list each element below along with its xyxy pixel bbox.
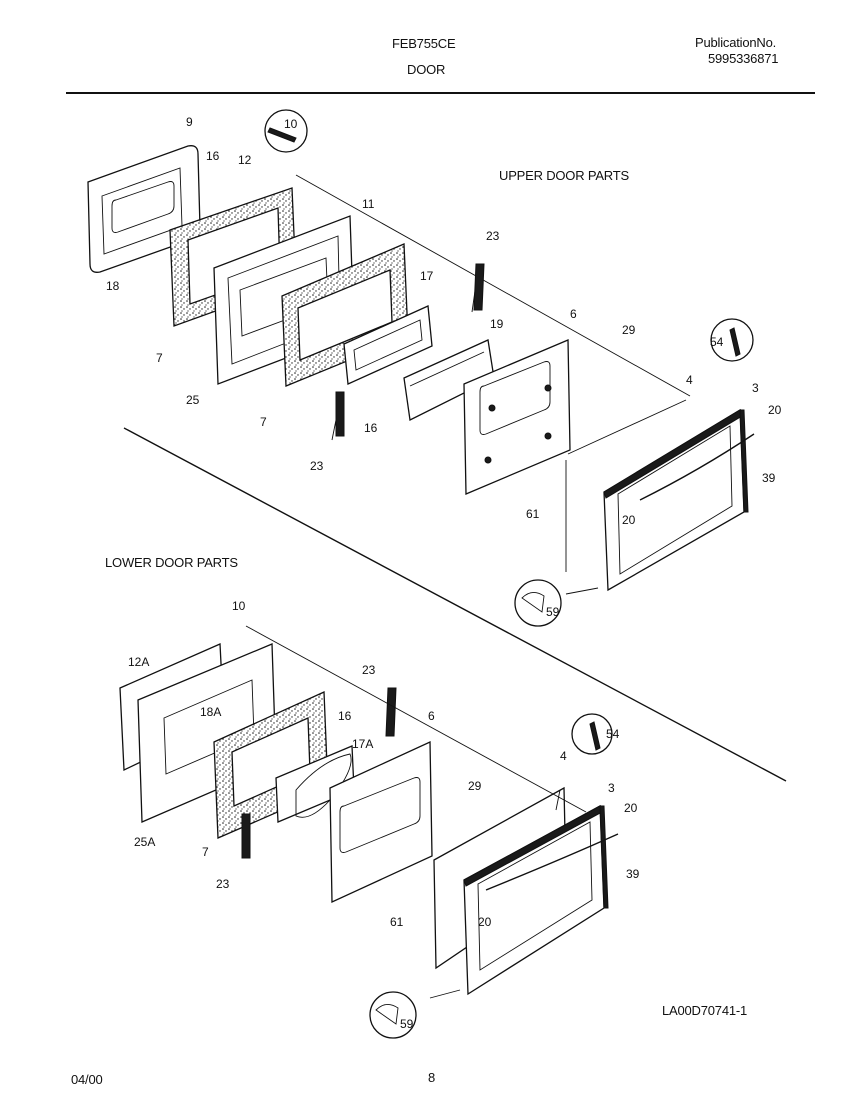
callout-9: 9 [186,115,193,129]
callout-3-lower: 3 [608,781,615,795]
callout-23: 23 [486,229,500,243]
upper-callouts: 9 16 12 11 10 18 7 25 7 17 19 23 16 23 6… [106,115,782,619]
callout-23-lower: 23 [362,663,376,677]
callout-29-lower: 29 [468,779,482,793]
callout-25a: 25A [134,835,155,849]
callout-7: 7 [156,351,163,365]
callout-16: 16 [206,149,220,163]
callout-19: 19 [490,317,504,331]
callout-23b: 23 [310,459,324,473]
callout-12: 12 [238,153,252,167]
lower-callouts: 10 12A 18A 23 16 6 17A 25A 7 23 29 4 54 … [128,599,640,1031]
callout-7b: 7 [260,415,267,429]
callout-16b: 16 [364,421,378,435]
callout-6-lower: 6 [428,709,435,723]
callout-10-lower: 10 [232,599,246,613]
callout-29: 29 [622,323,636,337]
lower-inner-liner [329,740,433,904]
upper-inner-liner [463,339,571,495]
callout-20: 20 [768,403,782,417]
callout-20b-lower: 20 [478,915,492,929]
upper-section-label: UPPER DOOR PARTS [499,168,629,183]
callout-17: 17 [420,269,434,283]
upper-window-pack [343,305,433,385]
diagram-id: LA00D70741-1 [662,1003,748,1018]
upper-screw-10-circle [264,109,308,153]
callout-39: 39 [762,471,776,485]
callout-59-lower: 59 [400,1017,414,1031]
upper-outer-door [603,408,745,592]
footer-page-number: 8 [428,1070,436,1085]
upper-door-parts [87,109,755,627]
model-number: FEB755CE [392,36,456,51]
callout-18: 18 [106,279,120,293]
callout-12a: 12A [128,655,149,669]
callout-54: 54 [710,335,724,349]
callout-18a: 18A [200,705,221,719]
callout-54-lower: 54 [606,727,620,741]
callout-4: 4 [686,373,693,387]
callout-59: 59 [546,605,560,619]
callout-16-lower: 16 [338,709,352,723]
callout-3: 3 [752,381,759,395]
publication-label: PublicationNo. [695,35,777,50]
callout-25: 25 [186,393,200,407]
section-title: DOOR [407,62,446,77]
callout-23b-lower: 23 [216,877,230,891]
callout-11: 11 [362,197,375,211]
callout-20-lower: 20 [624,801,638,815]
callout-6: 6 [570,307,577,321]
publication-number: 5995336871 [708,51,779,66]
footer-date: 04/00 [71,1072,103,1087]
upper-door-handle [639,433,755,501]
lower-door-parts [119,625,619,1039]
callout-39-lower: 39 [626,867,640,881]
callout-4-lower: 4 [560,749,567,763]
callout-20b: 20 [622,513,636,527]
callout-17a: 17A [352,737,373,751]
lower-glass-59 [369,991,417,1039]
lower-section-label: LOWER DOOR PARTS [105,555,238,570]
callout-7-lower: 7 [202,845,209,859]
callout-61-lower: 61 [390,915,404,929]
header-rule [66,92,815,94]
section-divider-line [123,427,787,782]
callout-61: 61 [526,507,540,521]
lower-door-handle [485,833,619,891]
upper-glass-59 [514,579,562,627]
callout-10: 10 [284,117,298,131]
